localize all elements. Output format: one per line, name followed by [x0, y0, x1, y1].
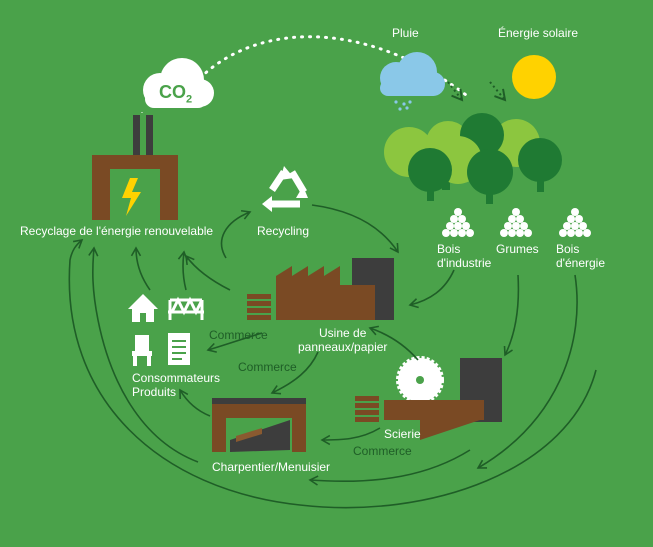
- sun-pointer-arrow: [489, 81, 507, 102]
- chair-icon: [132, 335, 152, 366]
- house-icon: [128, 294, 158, 322]
- document-paper-icon: [168, 333, 190, 365]
- scierie-label: Scierie: [384, 427, 421, 441]
- arrow-recycling-to-usine: [311, 204, 399, 254]
- sawmill-icon: [355, 356, 502, 440]
- arrow-usine-commerce-to-consumers: [206, 332, 263, 353]
- arrow-consumers-to-energy: [130, 246, 151, 291]
- arrow-factory-to-energy: [185, 254, 231, 291]
- rain-cloud-icon: [380, 52, 445, 111]
- sun-icon: [512, 55, 556, 99]
- commerce-label-3: Commerce: [353, 444, 412, 458]
- bois-industrie-label: Bois d'industrie: [437, 242, 492, 270]
- forest-trees-icon: [384, 113, 562, 204]
- arrow-energy-wood-down: [476, 274, 578, 469]
- sawmill-lumber-stack-icon: [355, 396, 379, 422]
- industrial-wood-logs-icon: [442, 208, 474, 237]
- recyclage-energie-label: Recyclage de l'énergie renouvelable: [20, 224, 214, 238]
- lumber-stack-icon: [247, 294, 271, 320]
- panel-paper-factory-icon: [247, 258, 394, 320]
- bois-energie-label: Bois d'énergie: [556, 242, 605, 270]
- lightning-icon: [122, 178, 141, 216]
- charpentier-label: Charpentier/Menuisier: [212, 460, 331, 474]
- co2-label: CO2: [159, 82, 193, 106]
- arrow-charpentier-to-energy: [88, 246, 199, 463]
- arrow-scierie-to-charpentier: [320, 427, 381, 446]
- arrow-industrial-wood-to-usine: [408, 269, 455, 309]
- arrow-usine-to-recycling: [220, 209, 252, 259]
- energy-wood-logs-icon: [559, 208, 591, 237]
- arrow-bridge-to-energy: [177, 250, 189, 291]
- saw-blade-icon: [396, 356, 444, 404]
- bridge-icon: [168, 296, 204, 320]
- pluie-label: Pluie: [392, 26, 419, 40]
- usine-label: Usine de panneaux/papier: [298, 326, 388, 354]
- recycling-label: Recycling: [257, 224, 310, 238]
- power-plant-icon: [92, 115, 178, 220]
- arrow-outer-loop-to-energy: [68, 238, 597, 509]
- logs-grumes-icon: [500, 208, 532, 237]
- grumes-label: Grumes: [496, 242, 539, 256]
- energie-solaire-label: Énergie solaire: [498, 26, 579, 40]
- consommateurs-label: Consommateurs Produits: [132, 371, 221, 399]
- carpenter-workshop-icon: [212, 398, 306, 452]
- co2-cloud-icon: [143, 58, 214, 108]
- arrow-to-charpentier-from-right: [308, 449, 471, 486]
- commerce-label-2: Commerce: [238, 360, 297, 374]
- arrow-charpentier-to-consumers: [179, 388, 211, 417]
- arrow-scierie-to-usine: [368, 325, 419, 361]
- arrow-usine-to-charpentier: [270, 351, 319, 395]
- arrow-grumes-to-scierie: [503, 274, 520, 357]
- commerce-label-1: Commerce: [209, 328, 268, 342]
- rain-pointer-arrow: [447, 81, 464, 102]
